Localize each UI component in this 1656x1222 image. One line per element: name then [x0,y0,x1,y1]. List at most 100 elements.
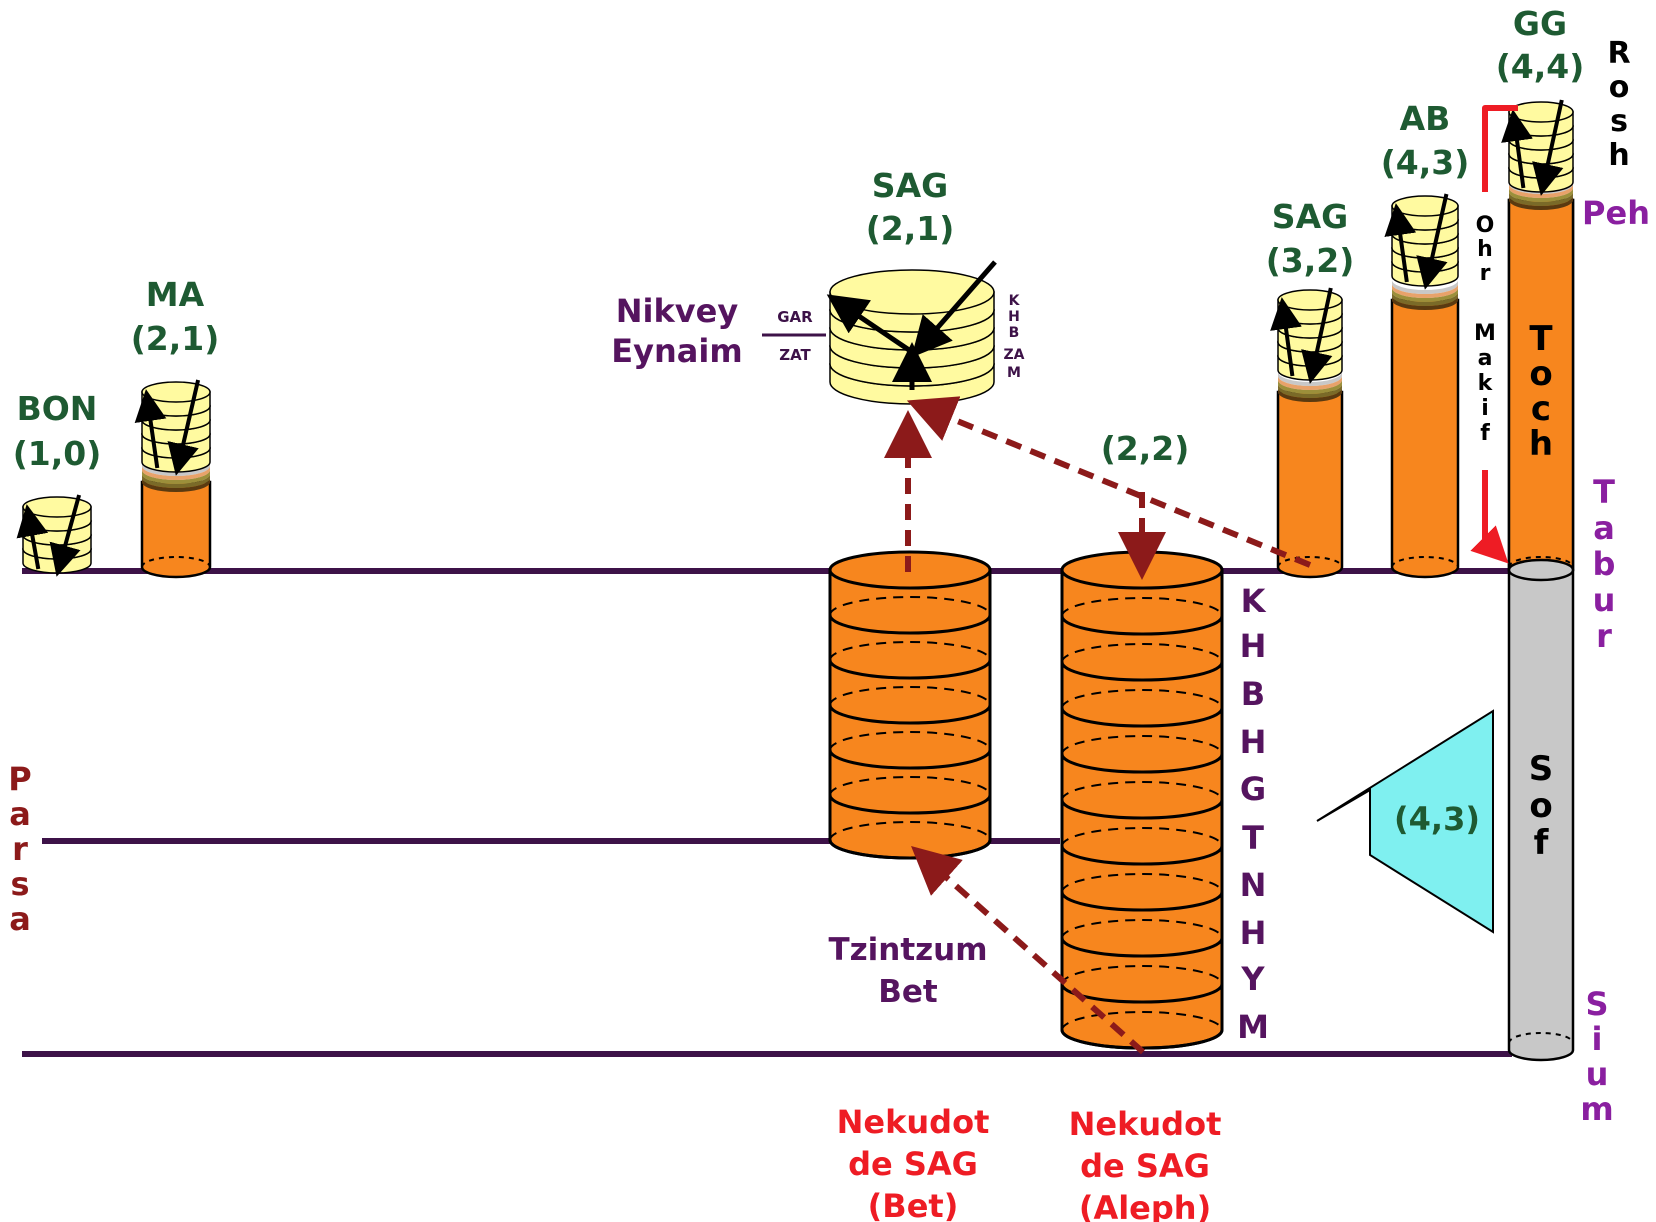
partzuf-ma-value: (2,1) [131,319,220,358]
tzimtzum-bet-arrow [911,846,1145,1055]
vertical-toch-letter: c [1531,389,1551,429]
transition-band [1509,188,1573,202]
stack-edge [1060,845,1224,866]
vertical-tabur-letter: r [1596,617,1612,655]
transition-band [1278,388,1342,402]
partzuf-gg-name: GG [1513,4,1567,43]
stack-hidden-edge [1061,735,1223,755]
stack-edge [828,794,992,815]
transition-band [142,466,210,480]
zat-label: ZAT [779,346,811,364]
partzuf-ab-value: (4,3) [1381,143,1470,182]
nekudot-bet-line-1: Nekudot [837,1103,990,1141]
cylinder-body [140,480,212,579]
vertical-tabur-letter: u [1593,581,1616,619]
vertical-tabur-letter: T [1593,473,1615,511]
stack-hidden-edge [1061,781,1223,801]
stack-edge [1060,707,1224,728]
stack-body [1060,568,1224,1050]
vertical-rosh-letter: R [1607,36,1630,71]
stack-hidden-edge [1061,643,1223,663]
arrow-22-label: (2,2) [1101,429,1190,468]
sag-head-sefira-za: ZA [1004,347,1025,363]
ohr-chozer-arrow [1301,287,1333,384]
stack-edge [1060,983,1224,1004]
rosh-disc-top [1391,195,1459,217]
transition-band [1392,292,1458,306]
stack-hidden-edge [829,686,991,706]
sefira-b: B [1241,675,1265,713]
bet-label: Bet [878,974,938,1010]
vertical-toch-letter: h [1529,424,1553,464]
vertical-makif-letter: f [1480,421,1490,446]
sefira-k: K [1241,582,1267,620]
vertical-rosh-letter: s [1610,104,1628,139]
eynaim-label: Eynaim [611,332,742,370]
vertical-parsa-letter: a [9,900,31,938]
sefira-y: Y [1240,960,1265,998]
sag-head-value: (2,1) [866,209,955,248]
partzuf-gg-value: (4,4) [1496,47,1585,86]
stack-hidden-edge [829,731,991,751]
ohr-yashar-arrow [16,504,49,570]
tabur-ring [1507,558,1575,582]
vertical-parsa-letter: s [10,865,29,903]
vertical-makif-letter: k [1478,371,1494,396]
partzuf-sag-name: SAG [1272,197,1348,236]
sag-head-right-arrow [911,260,997,358]
transition-band [1392,288,1458,302]
stack-edge [828,839,992,860]
cyan-arrow [1316,709,1494,934]
sag-head-sefira-k: K [1009,293,1021,309]
stack-hidden-edge [829,821,991,841]
stack-edge [1060,799,1224,820]
transition-band [1392,280,1458,294]
partzuf-bon [16,494,92,577]
partzuf-bon-value: (1,0) [13,434,102,473]
stack-hidden-edge [1061,919,1223,939]
stack-hidden-edge [1061,827,1223,847]
stack-edge [828,614,992,635]
nekudot-aleph-line-3: (Aleph) [1079,1189,1211,1222]
gar-label: GAR [777,308,813,326]
vertical-parsa-letter: a [9,795,31,833]
stack-hidden-edge [829,776,991,796]
sag-head-sefira-b: B [1009,325,1020,341]
ohr-yashar-arrow [1501,109,1533,189]
vertical-ohr-letter: O [1476,213,1495,238]
nekudot-aleph-line-1: Nekudot [1069,1105,1222,1143]
ohr-makif-bottom [1470,470,1509,564]
vertical-toch-letter: o [1529,354,1552,394]
transition-band [1278,376,1342,390]
vertical-makif-letter: a [1478,346,1493,371]
nekudot-bet-line-2: de SAG [848,1145,978,1183]
vertical-sium-letter: u [1586,1055,1609,1093]
partzuf-gg [1501,99,1575,1062]
vertical-tabur-letter: a [1593,509,1615,547]
transition-band [142,474,210,488]
vertical-ohr-letter: h [1477,237,1493,262]
vertical-sof-letter: f [1534,823,1550,863]
vertical-sium-letter: i [1592,1020,1603,1058]
rosh-disc-top [1277,289,1343,311]
ohr-yashar-arrow [1270,297,1302,377]
sefira-m: M [1237,1008,1269,1046]
peh-label: Peh [1582,194,1650,232]
stack-edge [1060,661,1224,682]
sefira-g: G [1240,770,1266,808]
sag-to-head-arrow [906,396,1312,568]
stack-hidden-edge [1061,597,1223,617]
arrow-43-label: (4,3) [1394,800,1480,838]
cylinder-body [1390,298,1460,579]
stack-edge [828,659,992,680]
vertical-makif-letter: i [1481,396,1489,421]
transition-band [1278,384,1342,398]
sefira-h: H [1240,627,1267,665]
arrows-layer [884,105,1518,1055]
nikvey-label: Nikvey [616,292,739,330]
cylinder-body [1276,390,1344,579]
transition-band [1392,284,1458,298]
ohr-yashar-arrow [134,389,167,469]
nekudot-aleph-cylinder [1060,550,1224,1050]
